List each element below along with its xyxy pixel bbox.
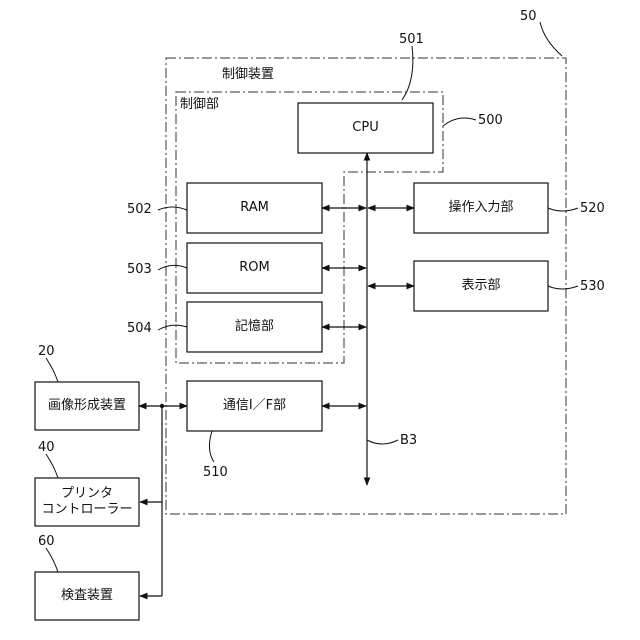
junction-dot <box>160 404 164 408</box>
leader-502 <box>158 207 187 210</box>
rom-label: ROM <box>187 243 322 293</box>
leader-503 <box>158 265 187 270</box>
ref-60: 60 <box>38 535 55 548</box>
leader-20 <box>46 358 58 382</box>
ref-40: 40 <box>38 441 55 454</box>
leader-520 <box>548 208 578 211</box>
control-unit-label: 制御部 <box>180 98 219 111</box>
cpu-label: CPU <box>298 103 433 153</box>
leader-40 <box>46 454 58 478</box>
ref-520: 520 <box>580 202 605 215</box>
op-input-label: 操作入力部 <box>414 183 548 233</box>
leader-50 <box>540 22 562 56</box>
ram-label: RAM <box>187 183 322 233</box>
leader-504 <box>158 325 187 330</box>
ref-50: 50 <box>520 10 537 23</box>
ref-500: 500 <box>478 114 503 127</box>
image-forming-label: 画像形成装置 <box>35 382 139 430</box>
ref-503: 503 <box>127 263 152 276</box>
comm-if-label: 通信I／F部 <box>187 381 322 431</box>
control-device-label: 制御装置 <box>222 68 274 81</box>
ref-501: 501 <box>399 33 424 46</box>
ref-504: 504 <box>127 322 152 335</box>
storage-label: 記憶部 <box>187 302 322 352</box>
leader-530 <box>548 286 578 289</box>
leader-60 <box>46 548 58 572</box>
printer-label: プリンタ コントローラー <box>35 478 139 526</box>
display-label: 表示部 <box>414 261 548 311</box>
leader-510 <box>209 431 214 462</box>
ref-502: 502 <box>127 203 152 216</box>
leader-500 <box>443 118 476 126</box>
leader-b3 <box>367 440 398 444</box>
ref-510: 510 <box>203 466 228 479</box>
inspection-label: 検査装置 <box>35 572 139 620</box>
ref-20: 20 <box>38 345 55 358</box>
ref-b3: B3 <box>400 434 417 447</box>
ref-530: 530 <box>580 280 605 293</box>
